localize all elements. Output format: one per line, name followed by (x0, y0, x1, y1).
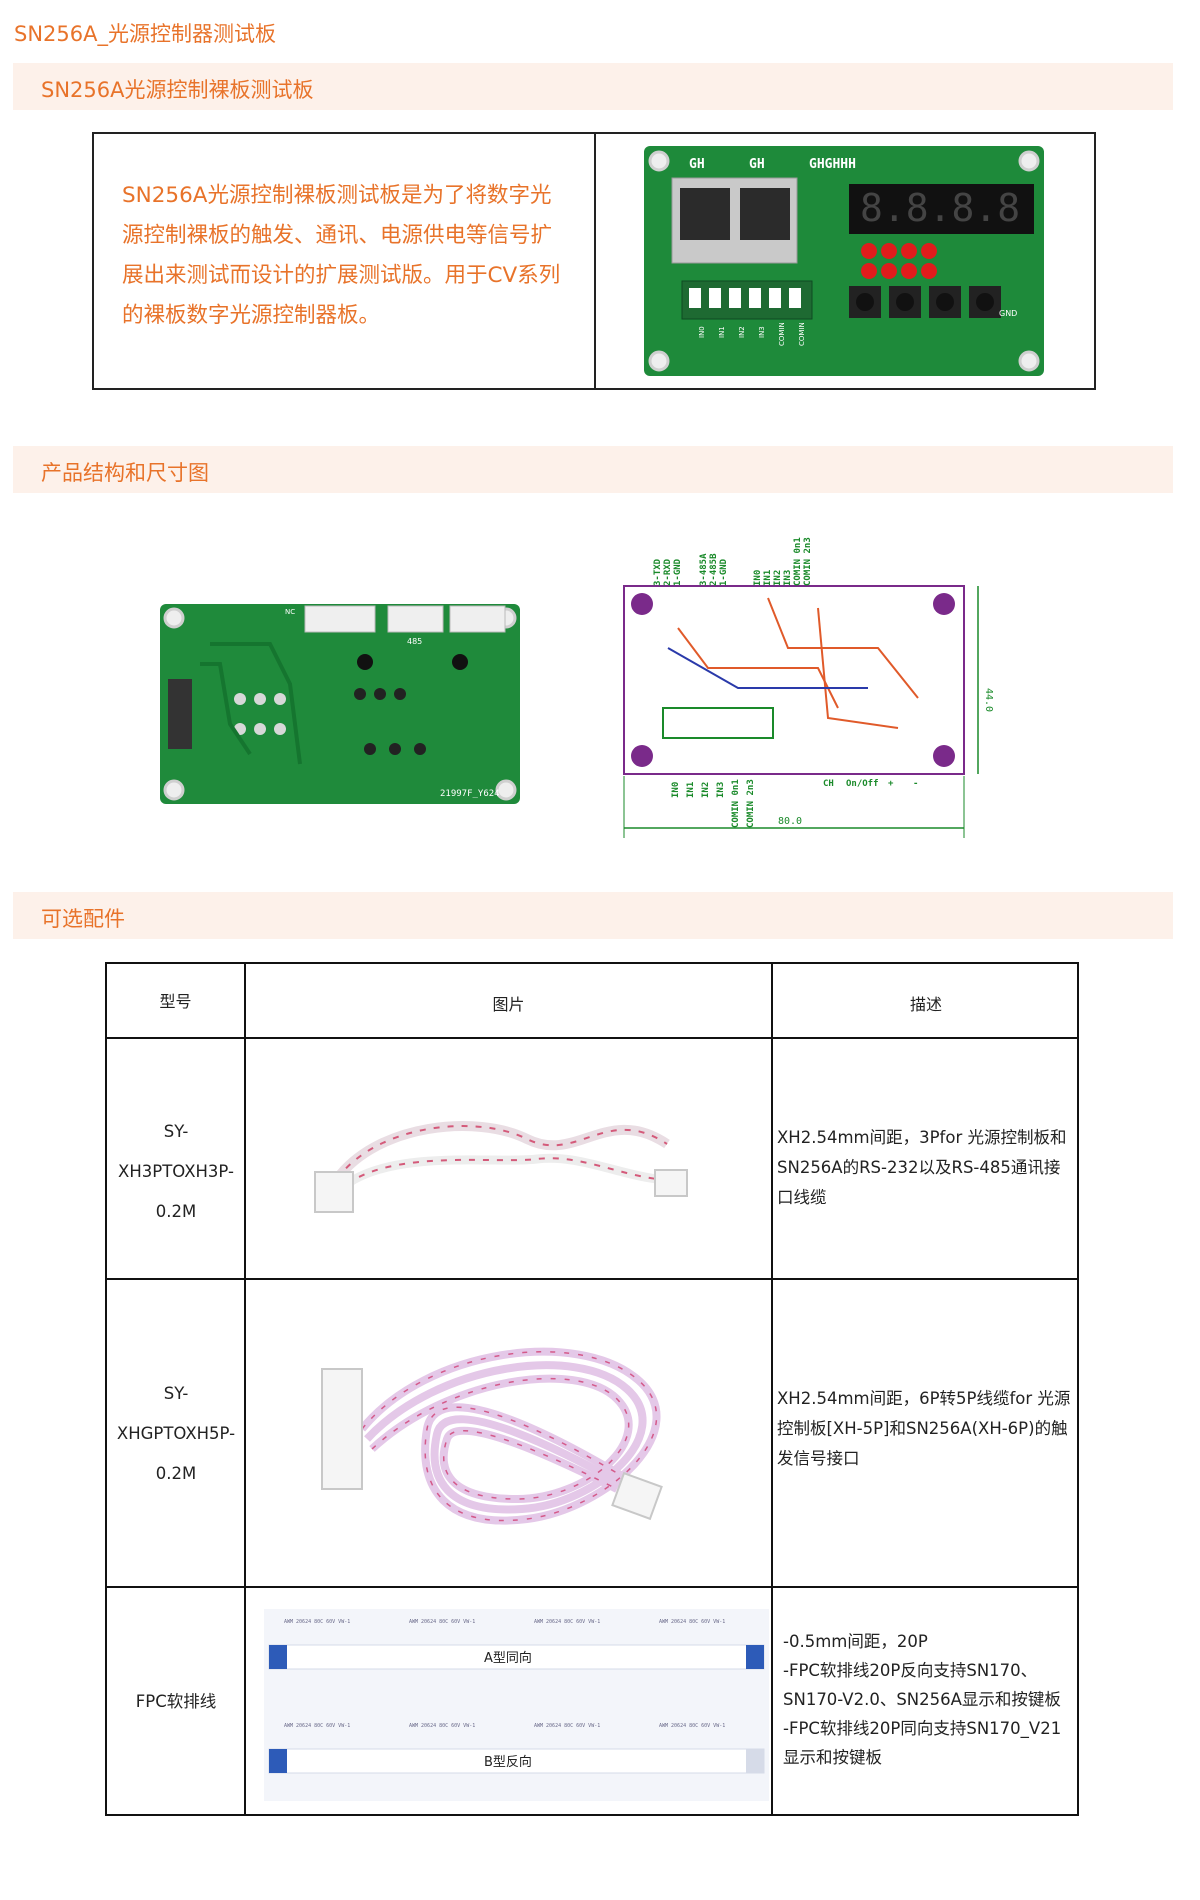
silk-label: GHGHHH (809, 157, 856, 172)
page-title: SN256A_光源控制器测试板 (14, 22, 276, 46)
silk-label: NC (285, 608, 295, 616)
table-header-model: 型号 (159, 992, 192, 1011)
divider (594, 134, 596, 388)
drawing-label: IN3 (783, 570, 793, 586)
fpc-print: AWM 20624 80C 60V VW-1 (284, 1619, 350, 1625)
cable-6p-5p-image (321, 1347, 663, 1525)
intro-description: SN256A光源控制裸板测试板是为了将数字光源控制裸板的触发、通讯、电源供电等信… (122, 183, 561, 328)
column-divider (244, 964, 246, 1814)
model-line: FPC软排线 (135, 1692, 217, 1711)
drawing-label: On/Off (846, 779, 879, 789)
description-cell: -0.5mm间距，20P -FPC软排线20P反向支持SN170、 SN170-… (783, 1627, 1088, 1772)
silk-label: GH (749, 157, 765, 172)
model-line: SY- (163, 1122, 189, 1141)
dimension-drawing: 80.0 44.0 3-TXD 2-RXD 1-GND 3-485A 2-485… (623, 537, 994, 838)
drawing-label: IN1 (686, 782, 696, 798)
drawing-label: COMIN 0n1 (731, 779, 741, 828)
silk-label: COMIN (778, 322, 786, 346)
drawing-label: CH (823, 779, 834, 789)
height-dimension: 44.0 (983, 688, 994, 712)
row-divider (107, 1037, 1077, 1039)
section-title: 可选配件 (41, 907, 125, 931)
silk-label: COMIN (798, 322, 806, 346)
drawing-label: IN2 (773, 570, 783, 586)
description-line: 显示和按键板 (783, 1748, 882, 1767)
table-header-image: 图片 (492, 995, 525, 1014)
description-cell: XH2.54mm间距，6P转5P线缆for 光源 控制板[XH-5P]和SN25… (777, 1384, 1082, 1474)
row-divider (107, 1586, 1077, 1588)
drawing-label: - (913, 779, 918, 789)
table-header-description: 描述 (909, 995, 942, 1014)
silk-label: IN1 (718, 326, 726, 338)
description-line: -FPC软排线20P同向支持SN170_V21 (783, 1719, 1062, 1738)
fpc-print: AWM 20624 80C 60V VW-1 (409, 1723, 475, 1729)
silk-label: GH (689, 157, 705, 172)
description-line: XH2.54mm间距，3Pfor 光源控制板和 (777, 1128, 1067, 1147)
fpc-print: AWM 20624 80C 60V VW-1 (409, 1619, 475, 1625)
drawing-label: 1-GND (719, 558, 729, 586)
section-title: 产品结构和尺寸图 (41, 461, 209, 485)
board-back-photo: NC 485 21997F_Y624 (160, 604, 520, 804)
fpc-cable-image: AWM 20624 80C 60V VW-1 AWM 20624 80C 60V… (264, 1609, 769, 1801)
fpc-print: AWM 20624 80C 60V VW-1 (534, 1619, 600, 1625)
section-title: SN256A光源控制裸板测试板 (41, 78, 314, 102)
drawing-label: COMIN 2n3 (746, 779, 756, 828)
drawing-label: IN1 (763, 570, 773, 586)
column-divider (771, 964, 773, 1814)
cable-3p-image (314, 1121, 688, 1213)
drawing-label: IN2 (701, 782, 711, 798)
drawing-label: COMIN 0n1 (793, 537, 803, 586)
row-divider (107, 1278, 1077, 1280)
fpc-print: AWM 20624 80C 60V VW-1 (534, 1723, 600, 1729)
accessories-table: 型号 图片 描述 SY- XH3PTOXH3P- 0.2M XH2.54mm间距… (105, 962, 1079, 1816)
drawing-label: IN3 (716, 782, 726, 798)
fpc-print: AWM 20624 80C 60V VW-1 (284, 1723, 350, 1729)
model-cell: FPC软排线 (107, 1682, 245, 1722)
model-line: SY- (163, 1384, 189, 1403)
model-cell: SY- XH3PTOXH3P- 0.2M (107, 1112, 245, 1232)
silk-label: 21997F_Y624 (440, 789, 500, 799)
model-line: 0.2M (155, 1202, 197, 1221)
description-line: SN170-V2.0、SN256A显示和按键板 (783, 1690, 1061, 1709)
drawing-label: 1-GND (673, 558, 683, 586)
test-board-photo: GH GH GHGHHH 8.8.8.8 GND IN0 IN1 IN2 IN3… (644, 146, 1044, 376)
drawing-label: 3-TXD (653, 558, 663, 586)
drawing-label: 2-485B (709, 553, 719, 586)
description-line: 口线缆 (777, 1188, 827, 1207)
svg-text:8.8.8.8: 8.8.8.8 (860, 186, 1020, 230)
silk-label: GND (999, 309, 1017, 318)
model-cell: SY- XHGPTOXH5P- 0.2M (107, 1374, 245, 1494)
description-line: XH2.54mm间距，6P转5P线缆for 光源 (777, 1389, 1071, 1408)
fpc-print: AWM 20624 80C 60V VW-1 (659, 1619, 725, 1625)
drawing-label: + (888, 779, 894, 789)
description-line: SN256A的RS-232以及RS-485通讯接 (777, 1158, 1061, 1177)
model-line: 0.2M (155, 1464, 197, 1483)
drawing-label: IN0 (671, 782, 681, 798)
width-dimension: 80.0 (778, 816, 802, 827)
description-line: 控制板[XH-5P]和SN256A(XH-6P)的触 (777, 1419, 1068, 1438)
silk-label: IN2 (738, 326, 746, 338)
fpc-a-label: A型同向 (484, 1650, 532, 1666)
intro-box: SN256A光源控制裸板测试板是为了将数字光源控制裸板的触发、通讯、电源供电等信… (92, 132, 1096, 390)
drawing-label: 2-RXD (663, 558, 673, 586)
fpc-print: AWM 20624 80C 60V VW-1 (659, 1723, 725, 1729)
drawing-label: 3-485A (699, 553, 709, 586)
section-header-test-board: SN256A光源控制裸板测试板 (13, 63, 1173, 110)
fpc-b-label: B型反向 (484, 1754, 532, 1770)
drawing-label: COMIN 2n3 (803, 537, 813, 586)
drawing-label: IN0 (753, 570, 763, 586)
description-cell: XH2.54mm间距，3Pfor 光源控制板和 SN256A的RS-232以及R… (777, 1123, 1082, 1213)
description-line: -FPC软排线20P反向支持SN170、 (783, 1661, 1038, 1680)
section-header-accessories: 可选配件 (13, 892, 1173, 939)
description-line: -0.5mm间距，20P (783, 1632, 928, 1651)
description-line: 发信号接口 (777, 1449, 860, 1468)
model-line: XH3PTOXH3P- (118, 1162, 234, 1181)
silk-label: IN0 (698, 326, 706, 338)
model-line: XHGPTOXH5P- (116, 1424, 236, 1443)
silk-label: 485 (407, 637, 422, 646)
section-header-structure: 产品结构和尺寸图 (13, 446, 1173, 493)
silk-label: IN3 (758, 326, 766, 338)
